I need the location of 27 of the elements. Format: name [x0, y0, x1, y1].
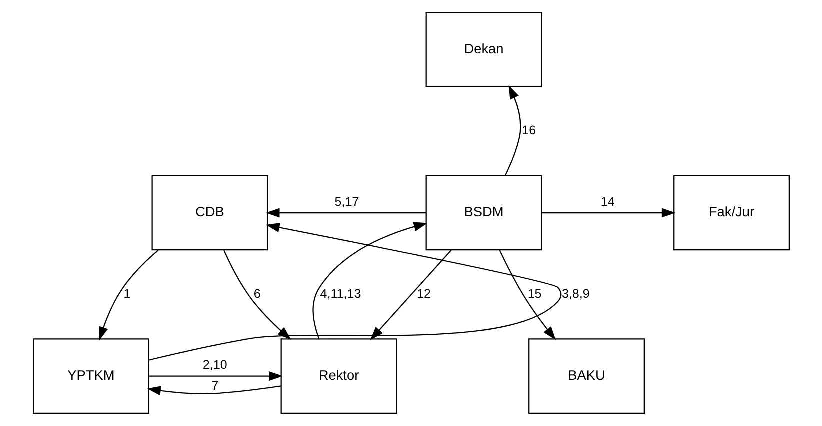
edge-label: 5,17: [334, 194, 359, 209]
edge-label: 1: [123, 286, 130, 301]
edge-label: 4,11,13: [320, 286, 361, 301]
node-box: Dekan: [425, 12, 542, 88]
node-box: Fak/Jur: [673, 175, 790, 251]
edge-label: 12: [416, 286, 431, 301]
arrow: [98, 250, 158, 341]
node-box: Rektor: [280, 338, 397, 414]
edge-label: 2,10: [202, 358, 227, 372]
edge-label: 6: [253, 286, 260, 301]
edge-label: 3,8,9: [561, 286, 590, 301]
edge-label: 15: [527, 286, 542, 301]
arrow: [148, 223, 562, 361]
arrow: [146, 386, 281, 396]
arrow: [498, 250, 556, 340]
edge-label: 7: [211, 378, 218, 393]
node-box: YPTKM: [32, 338, 149, 414]
arrow: [223, 250, 291, 340]
node-box: BSDM: [425, 175, 542, 251]
arrow: [504, 85, 521, 176]
arrow: [148, 371, 282, 382]
arrow: [541, 208, 676, 218]
node-box: BAKU: [528, 338, 644, 414]
edge-label: 14: [600, 194, 614, 209]
node-box: CDB: [151, 175, 268, 251]
edge-label: 16: [522, 124, 536, 138]
arrow: [266, 208, 426, 218]
